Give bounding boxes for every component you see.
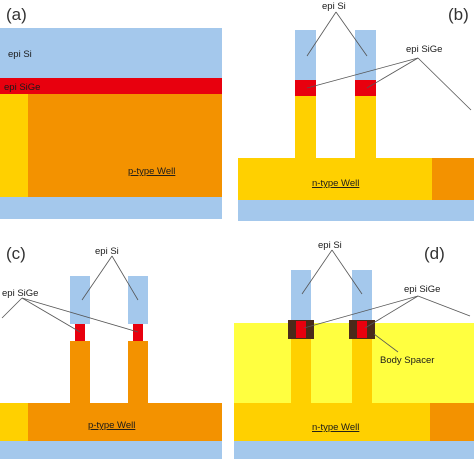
- epi-sige-layer: [133, 324, 143, 341]
- p-type-well: [0, 403, 222, 441]
- well-label: n-type Well: [312, 422, 359, 433]
- n-type-region: [0, 403, 28, 441]
- panel-label: (c): [6, 244, 26, 263]
- leader-line: [364, 295, 419, 329]
- substrate: [0, 197, 222, 219]
- leader-line: [417, 57, 472, 111]
- epi-si-label: epi Si: [318, 240, 342, 251]
- epi-sige-label: epi SiGe: [404, 284, 440, 295]
- fin-body: [70, 341, 90, 403]
- epi-si-label: epi Si: [8, 49, 32, 60]
- leader-line: [331, 249, 363, 295]
- leader-line: [21, 297, 81, 333]
- epi-si-layer: [295, 30, 316, 80]
- epi-sige-layer: [357, 321, 367, 338]
- leader-line: [373, 333, 399, 353]
- substrate: [234, 441, 474, 459]
- panel-d: (d) epi Si epi SiGe Body Spacer n-type W…: [234, 240, 474, 459]
- epi-sige-label: epi SiGe: [4, 82, 40, 93]
- epi-sige-layer: [295, 80, 316, 96]
- leader-line: [335, 11, 368, 57]
- leader-line: [306, 57, 419, 89]
- panel-label: (d): [424, 244, 445, 263]
- leader-line: [301, 249, 333, 295]
- epi-sige-layer: [355, 80, 376, 96]
- fin-body: [291, 339, 311, 403]
- well-label: p-type Well: [128, 166, 175, 177]
- epi-sige-label: epi SiGe: [406, 44, 442, 55]
- leader-line: [417, 295, 471, 317]
- substrate: [238, 200, 474, 221]
- panel-b: (b) epi Si epi SiGe n-type Well: [238, 1, 474, 221]
- body-spacer-label: Body Spacer: [380, 355, 434, 366]
- epi-sige-layer: [75, 324, 85, 341]
- leader-line: [81, 255, 113, 301]
- panel-label: (a): [6, 5, 27, 24]
- fin-body: [295, 96, 316, 158]
- well-label: n-type Well: [312, 178, 359, 189]
- n-type-region: [0, 94, 28, 197]
- epi-si-layer: [352, 270, 372, 320]
- leader-line: [366, 57, 419, 89]
- leader-line: [306, 11, 337, 57]
- leader-line: [21, 297, 139, 333]
- epi-si-layer: [355, 30, 376, 80]
- epi-si-layer: [291, 270, 311, 320]
- panel-a: (a) epi Si epi SiGe p-type Well: [0, 5, 222, 219]
- epi-sige-layer: [0, 78, 222, 94]
- panel-c: (c) epi Si epi SiGe p-type Well: [0, 244, 222, 459]
- leader-line: [303, 295, 419, 329]
- well-label: p-type Well: [88, 420, 135, 431]
- epi-si-label: epi Si: [95, 246, 119, 257]
- p-type-well: [0, 94, 222, 197]
- epi-sige-label: epi SiGe: [2, 288, 38, 299]
- fin-body: [128, 341, 148, 403]
- leader-line: [111, 255, 139, 301]
- epi-si-layer: [70, 276, 90, 324]
- epi-sige-layer: [296, 321, 306, 338]
- epi-si-label: epi Si: [322, 1, 346, 12]
- leader-line: [1, 297, 23, 319]
- epi-si-layer: [0, 28, 222, 78]
- p-type-region: [432, 158, 474, 200]
- fin-body: [355, 96, 376, 158]
- substrate: [0, 441, 222, 459]
- panel-label: (b): [448, 5, 469, 24]
- p-type-region: [430, 403, 474, 441]
- fin-body: [352, 339, 372, 403]
